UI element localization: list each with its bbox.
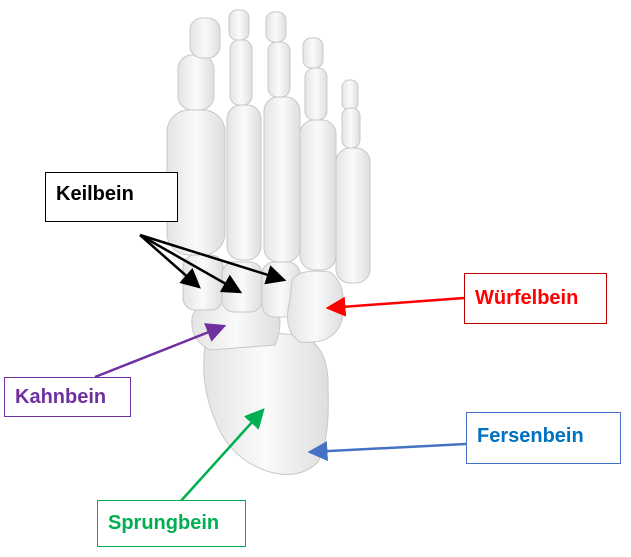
keilbein-arrow-3 (139, 233, 287, 285)
keilbein-arrow-2 (139, 233, 243, 294)
fersenbein-arrow (307, 441, 467, 462)
wuerfelbein-arrow (325, 296, 465, 317)
bones (166, 9, 371, 475)
label-wuerfelbein: Würfelbein (464, 273, 607, 324)
keilbein-arrow-1 (139, 234, 201, 289)
label-fersenbein: Fersenbein (466, 412, 621, 464)
sprungbein-arrow (179, 408, 265, 503)
label-keilbein: Keilbein (45, 172, 178, 222)
kahnbein-arrow (94, 323, 227, 379)
label-sprungbein: Sprungbein (97, 500, 246, 547)
label-kahnbein: Kahnbein (4, 377, 131, 417)
pointer-arrows (94, 233, 467, 503)
